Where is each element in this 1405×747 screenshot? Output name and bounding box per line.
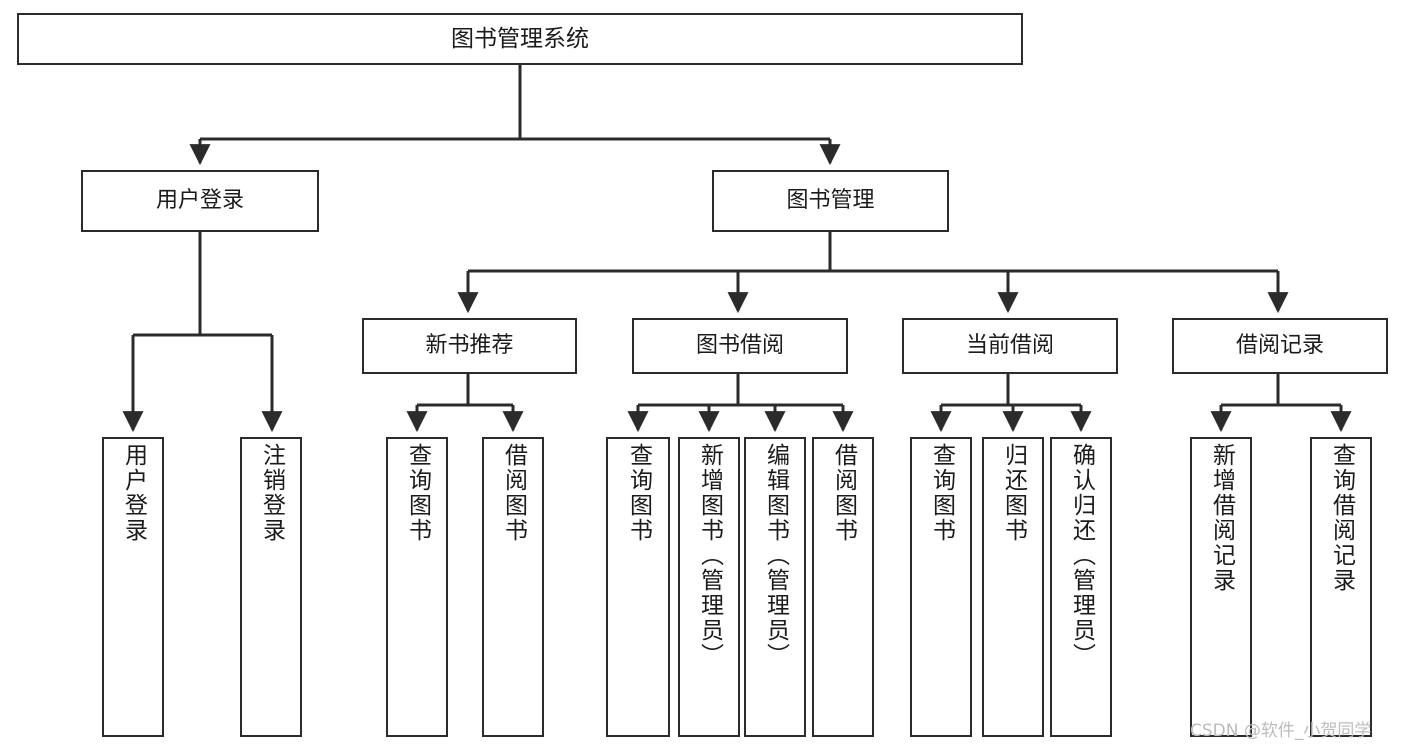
node-leaf-add-book-admin[interactable]: 新增图书（管理员）: [678, 437, 740, 737]
node-level3-new-book-recommend-label: 新书推荐: [425, 333, 514, 359]
node-leaf-return-book-label: 归还图书: [1000, 443, 1027, 543]
node-level2-book-management-label: 图书管理: [786, 188, 875, 214]
node-leaf-add-book-admin-label: 新增图书（管理员）: [696, 443, 723, 668]
node-leaf-query-book-current-label: 查询图书: [928, 443, 955, 543]
node-leaf-query-book-rec[interactable]: 查询图书: [386, 437, 448, 737]
node-level3-current-borrow-label: 当前借阅: [965, 333, 1054, 359]
node-leaf-borrow-book-rec[interactable]: 借阅图书: [482, 437, 544, 737]
node-leaf-query-book-borrow[interactable]: 查询图书: [606, 437, 670, 737]
node-level3-current-borrow[interactable]: 当前借阅: [902, 318, 1118, 374]
node-level2-user-login[interactable]: 用户登录: [81, 170, 319, 232]
csdn-watermark: CSDN @软件_小贺同学: [1190, 721, 1372, 741]
node-leaf-borrow-book[interactable]: 借阅图书: [812, 437, 874, 737]
node-leaf-return-book[interactable]: 归还图书: [982, 437, 1044, 737]
node-leaf-borrow-book-rec-label: 借阅图书: [500, 443, 527, 543]
node-leaf-confirm-return-admin[interactable]: 确认归还（管理员）: [1050, 437, 1112, 737]
node-leaf-add-borrow-record[interactable]: 新增借阅记录: [1190, 437, 1252, 737]
node-leaf-user-login[interactable]: 用户登录: [102, 437, 164, 737]
node-leaf-user-login-label: 用户登录: [120, 443, 147, 543]
node-root[interactable]: 图书管理系统: [17, 13, 1023, 65]
node-level3-book-borrow-label: 图书借阅: [695, 333, 784, 359]
node-leaf-logout[interactable]: 注销登录: [240, 437, 302, 737]
node-leaf-add-borrow-record-label: 新增借阅记录: [1208, 443, 1235, 593]
node-level3-borrow-record[interactable]: 借阅记录: [1172, 318, 1388, 374]
node-leaf-query-borrow-record-label: 查询借阅记录: [1328, 443, 1355, 593]
node-leaf-confirm-return-admin-label: 确认归还（管理员）: [1068, 443, 1095, 668]
node-leaf-query-book-rec-label: 查询图书: [404, 443, 431, 543]
node-leaf-logout-label: 注销登录: [258, 443, 285, 543]
node-leaf-query-book-current[interactable]: 查询图书: [910, 437, 972, 737]
node-level3-borrow-record-label: 借阅记录: [1235, 333, 1324, 359]
node-level2-book-management[interactable]: 图书管理: [712, 170, 949, 232]
node-level2-user-login-label: 用户登录: [155, 188, 244, 214]
node-level3-book-borrow[interactable]: 图书借阅: [632, 318, 848, 374]
node-leaf-borrow-book-label: 借阅图书: [830, 443, 857, 543]
node-leaf-edit-book-admin-label: 编辑图书（管理员）: [762, 443, 789, 668]
node-leaf-query-borrow-record[interactable]: 查询借阅记录: [1310, 437, 1372, 737]
node-level3-new-book-recommend[interactable]: 新书推荐: [362, 318, 577, 374]
node-root-label: 图书管理系统: [451, 25, 589, 52]
node-leaf-edit-book-admin[interactable]: 编辑图书（管理员）: [744, 437, 806, 737]
node-leaf-query-book-borrow-label: 查询图书: [625, 443, 652, 543]
